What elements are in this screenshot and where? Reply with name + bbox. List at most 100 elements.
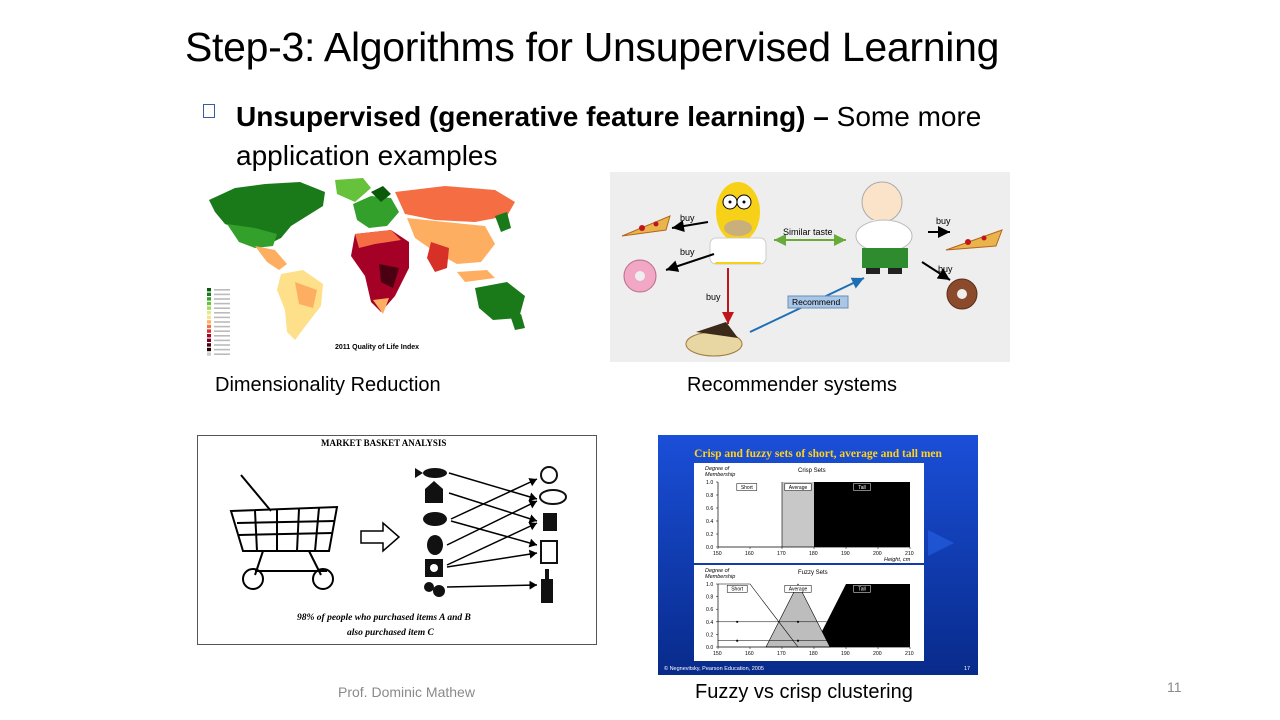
x-tick-label: 190: [841, 651, 850, 657]
label-tall-box: [853, 585, 871, 593]
map-south-africa: [373, 298, 389, 314]
label-average: Average: [789, 587, 808, 593]
crisp-title: Crisp Sets: [798, 468, 826, 474]
donut-icon: [623, 259, 657, 293]
crisp-xlabel: Height, cm: [884, 557, 911, 563]
fuzzy-level-point: [796, 620, 800, 623]
y-tick-label: 0.6: [706, 607, 713, 613]
map-legend: [207, 288, 230, 356]
y-tick-label: 0.8: [706, 595, 713, 601]
map-legend-text-line: [214, 321, 230, 323]
chicken-icon: [423, 512, 447, 526]
y-tick-label: 0.8: [706, 493, 713, 499]
fuzzy-tall-region: [814, 584, 910, 647]
fish-icon: [415, 468, 447, 478]
map-legend-swatch: [207, 288, 211, 292]
y-tick-label: 1.0: [706, 480, 713, 486]
map-india: [427, 242, 449, 272]
fuzzy-crisp-chart: Crisp and fuzzy sets of short, average a…: [658, 435, 978, 675]
y-tick-label: 0.4: [706, 519, 713, 525]
x-tick-label: 170: [777, 551, 786, 557]
map-indonesia: [457, 270, 495, 282]
label-tall: Tall: [858, 587, 866, 593]
label-average-box: [784, 483, 812, 491]
bullet-text: Unsupervised (generative feature learnin…: [236, 97, 1036, 175]
buy-label-4: buy: [936, 216, 951, 226]
x-tick-label: 180: [809, 551, 818, 557]
y-tick-label: 0.4: [706, 620, 713, 626]
map-legend-text-line: [214, 330, 230, 332]
map-legend-swatch: [207, 320, 211, 324]
recommender-diagram: buy buy buy buy buy Similar taste Recomm…: [610, 172, 1010, 362]
label-tall: Tall: [858, 485, 866, 491]
label-tall-box: [853, 483, 871, 491]
crisp-average-region: [782, 482, 814, 547]
fuzzy-ylabel-2: Membership: [705, 574, 735, 580]
page-number: 11: [1167, 679, 1182, 695]
x-tick-label: 200: [873, 651, 882, 657]
can-icon: [540, 540, 558, 564]
cake-icon: [425, 481, 443, 503]
map-legend-swatch: [207, 329, 211, 333]
big-arrow-icon: [360, 521, 401, 553]
x-tick-label: 180: [809, 651, 818, 657]
x-tick-label: 200: [873, 551, 882, 557]
map-australia: [475, 282, 525, 320]
market-basket-diagram: MARKET BASKET ANALYSIS 98% of: [197, 435, 597, 645]
fuzzy-level-point: [736, 639, 739, 642]
map-legend-swatch: [207, 347, 211, 352]
map-legend-text-line: [214, 348, 230, 351]
bullet-box-icon: [203, 104, 215, 118]
caption-dimensionality-reduction: Dimensionality Reduction: [215, 374, 441, 396]
map-brazil-interior: [295, 282, 317, 308]
map-greenland: [335, 178, 371, 202]
map-legend-swatch: [207, 311, 211, 315]
label-short: Short: [731, 587, 744, 593]
y-tick-label: 0.2: [706, 632, 713, 638]
map-legend-swatch: [207, 315, 211, 319]
association-arrows: [446, 472, 538, 590]
basket-note-line2: also purchased item C: [347, 628, 434, 638]
map-new-zealand: [511, 314, 525, 330]
map-usa: [227, 224, 277, 248]
x-tick-label: 190: [841, 551, 850, 557]
map-legend-swatch: [207, 338, 211, 342]
x-tick-label: 170: [777, 651, 786, 657]
map-legend-swatch: [207, 352, 211, 356]
buy-arrow-pizza: [671, 220, 709, 232]
peter-character-icon: [855, 181, 913, 274]
map-europe: [353, 196, 399, 228]
bullet-bold-text: Unsupervised (generative feature learnin…: [236, 101, 829, 132]
pizza-slice-right-icon: [945, 229, 1003, 251]
y-tick-label: 0.0: [706, 645, 713, 651]
apple-icon: [540, 466, 558, 484]
map-legend-swatch: [207, 343, 211, 347]
y-tick-label: 0.6: [706, 506, 713, 512]
map-legend-swatch: [207, 334, 211, 338]
label-average-box: [784, 585, 812, 593]
map-legend-text-line: [214, 289, 230, 291]
y-tick-label: 1.0: [706, 582, 713, 588]
map-legend-swatch: [207, 301, 211, 306]
cheese-icon: [425, 559, 443, 577]
x-tick-label: 160: [745, 551, 754, 557]
quality-of-life-map: 2011 Quality of Life Index: [195, 172, 550, 362]
buy-label-2: buy: [680, 247, 695, 257]
pie-icon: [685, 322, 743, 357]
recommend-label: Recommend: [792, 297, 840, 307]
label-average: Average: [789, 485, 808, 491]
donut-right-icon: [946, 278, 978, 310]
fuzzy-title: Crisp and fuzzy sets of short, average a…: [694, 448, 942, 460]
buy-arrow-right-donut: [921, 261, 951, 281]
map-legend-text-line: [214, 353, 230, 355]
map-north-africa: [355, 230, 401, 248]
bottle-icon: [541, 569, 553, 603]
map-legend-text-line: [214, 293, 230, 296]
slide-title: Step-3: Algorithms for Unsupervised Lear…: [185, 24, 1000, 70]
map-legend-text-line: [214, 302, 230, 305]
fuzzy-sets-title: Fuzzy Sets: [798, 570, 828, 576]
map-russia: [395, 186, 515, 222]
x-tick-label: 210: [905, 651, 914, 657]
fuzzy-ylabel-1: Degree of: [705, 568, 730, 574]
